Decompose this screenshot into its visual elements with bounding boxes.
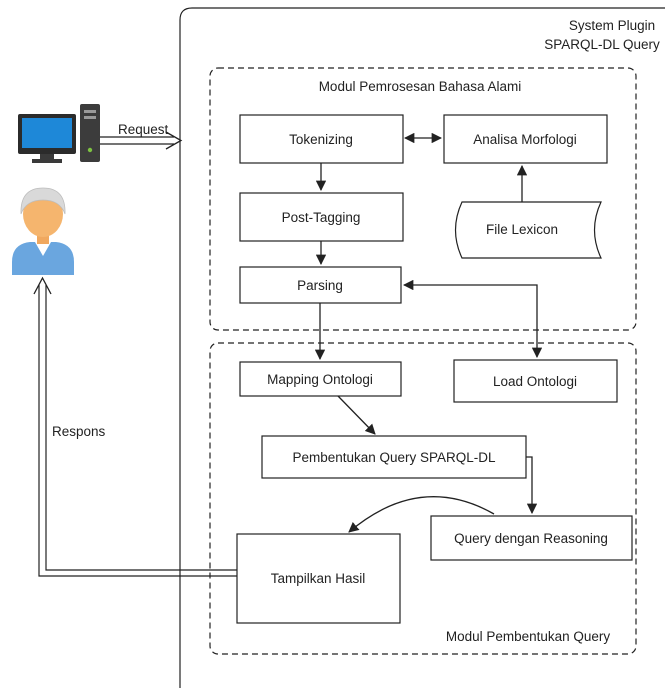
parsing-node bbox=[239, 266, 402, 304]
tampilkan-hasil-node bbox=[236, 533, 401, 624]
tokenizing-node bbox=[239, 114, 404, 164]
query-reasoning-label: Query dengan Reasoning bbox=[454, 531, 608, 546]
post-tagging-node bbox=[239, 192, 404, 242]
file-lexicon-node bbox=[454, 201, 602, 259]
load-ontologi-node bbox=[453, 359, 618, 403]
module-query-title: Modul Pembentukan Query bbox=[446, 629, 611, 644]
post-tagging-label: Post-Tagging bbox=[282, 210, 361, 225]
desktop-computer-icon bbox=[18, 104, 100, 163]
parsing-label: Parsing bbox=[297, 278, 343, 293]
arrow-mapping-pembentukan bbox=[337, 395, 376, 435]
arrow-pembentukan-reasoning bbox=[526, 456, 538, 515]
respons-label: Respons bbox=[52, 424, 106, 439]
module-nlp-title: Modul Pemrosesan Bahasa Alami bbox=[319, 79, 522, 94]
arrow-reasoning-tampilkan bbox=[348, 496, 495, 533]
mapping-ontologi-label: Mapping Ontologi bbox=[267, 372, 373, 387]
tampilkan-hasil-label: Tampilkan Hasil bbox=[271, 571, 366, 586]
analisa-morfologi-label: Analisa Morfologi bbox=[473, 132, 577, 147]
pembentukan-query-label: Pembentukan Query SPARQL-DL bbox=[292, 450, 496, 465]
user-avatar-icon bbox=[12, 187, 74, 275]
response-double-line-outer bbox=[38, 285, 237, 577]
analisa-morfologi-node bbox=[443, 114, 608, 164]
arrow-parsing-load-ontologi bbox=[402, 279, 543, 359]
request-label: Request bbox=[118, 122, 169, 137]
response-arrowhead bbox=[33, 276, 52, 295]
system-plugin-title-line1: System Plugin bbox=[569, 18, 655, 33]
tokenizing-label: Tokenizing bbox=[289, 132, 353, 147]
response-double-line-inner bbox=[45, 285, 237, 571]
mapping-ontologi-node bbox=[239, 361, 402, 397]
file-lexicon-label: File Lexicon bbox=[486, 222, 558, 237]
query-reasoning-node bbox=[430, 515, 633, 561]
system-plugin-title-line2: SPARQL-DL Query bbox=[544, 37, 660, 52]
request-arrowhead bbox=[165, 131, 183, 150]
load-ontologi-label: Load Ontologi bbox=[493, 374, 577, 389]
system-plugin-boundary bbox=[179, 7, 665, 688]
